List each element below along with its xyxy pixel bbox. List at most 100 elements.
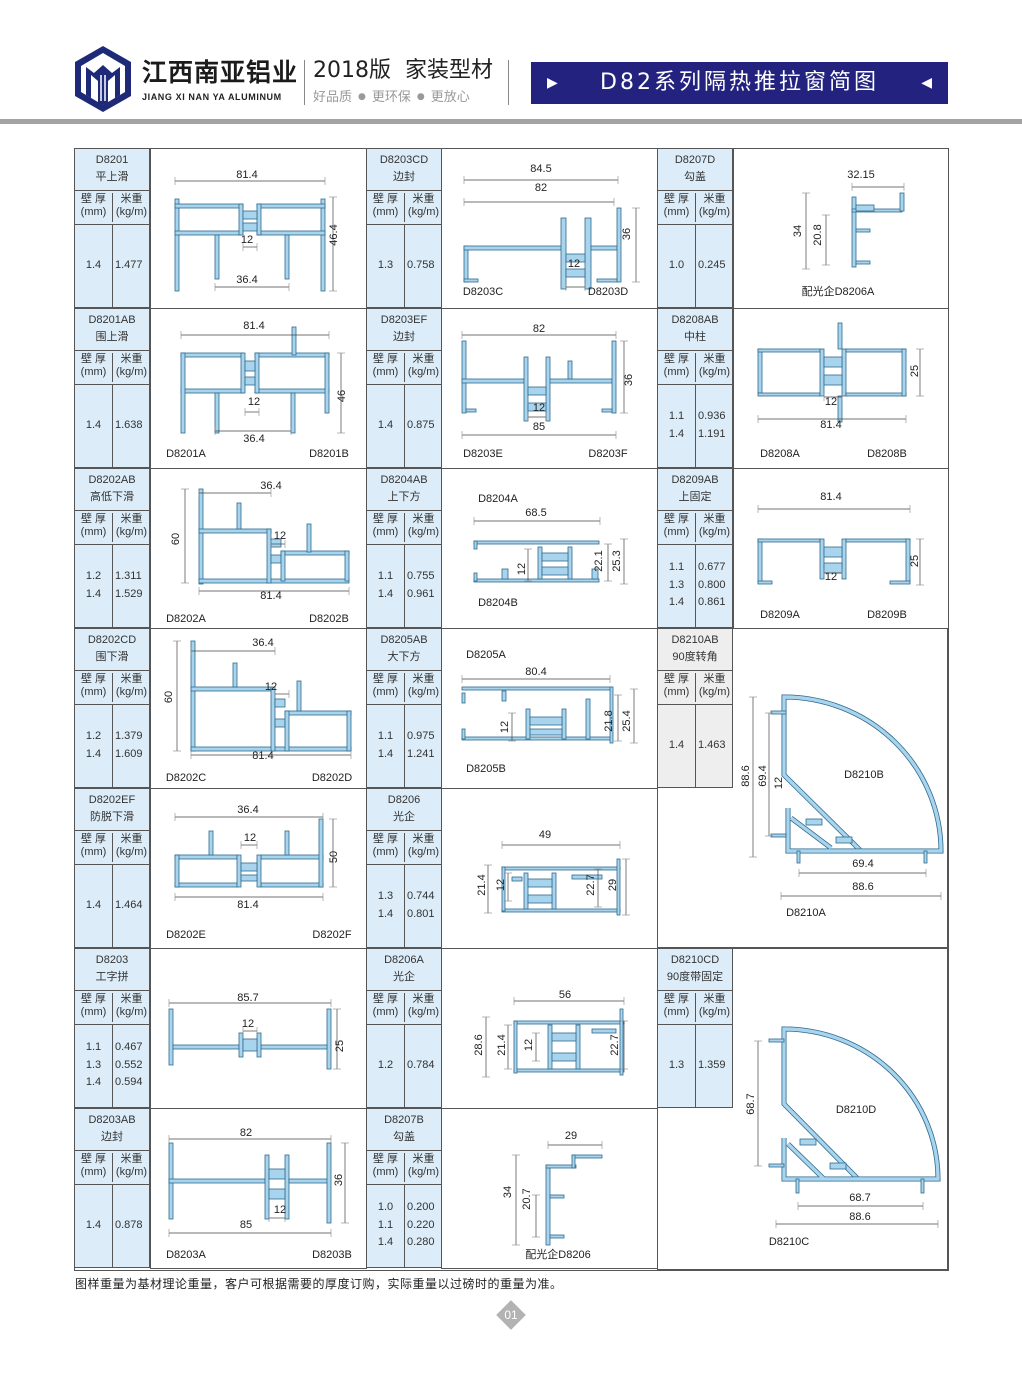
dimension-line xyxy=(798,869,927,877)
dimension-label: 36.4 xyxy=(243,433,265,445)
dimension-line xyxy=(463,198,615,206)
dimension-line xyxy=(632,207,640,283)
units-row: 壁 厚(mm)米重(kg/m) xyxy=(367,831,441,865)
thickness-label: 壁 厚 xyxy=(372,353,399,365)
thickness-value: 1.1 xyxy=(668,410,685,422)
dimension-line xyxy=(916,348,924,397)
dimension-line xyxy=(190,647,276,655)
profile-segment xyxy=(523,356,529,422)
thickness-values: 1.4 xyxy=(75,864,112,947)
profile-segment xyxy=(768,1038,785,1043)
profile-code: D8202CD xyxy=(87,634,137,646)
dimension-line xyxy=(168,1135,332,1143)
dimension-line xyxy=(614,694,622,742)
dimension-line xyxy=(333,1008,341,1070)
profile-segment xyxy=(527,386,547,396)
profile-code: D8205AB xyxy=(380,634,428,646)
dimension-label: 12 xyxy=(495,878,507,892)
profile-section-diagram xyxy=(168,1135,349,1237)
profile-section-diagram xyxy=(749,694,944,900)
weight-value: 0.975 xyxy=(407,730,435,742)
part-code-label: D8203A xyxy=(166,1249,206,1261)
profile-segment xyxy=(513,1020,625,1025)
profile-section-diagram xyxy=(181,488,350,595)
profile-section-diagram xyxy=(757,505,924,586)
dimension-label: 36.4 xyxy=(252,637,274,649)
profile-segment xyxy=(823,356,843,368)
profile-name: 光企 xyxy=(393,811,415,823)
thickness-label: 壁 厚 xyxy=(663,673,690,685)
column-divider xyxy=(695,544,696,627)
profile-segment xyxy=(796,850,801,864)
dimension-line xyxy=(329,818,337,888)
dimension-label: 12 xyxy=(243,832,257,844)
profile-segment xyxy=(240,874,258,882)
column-divider xyxy=(404,1184,405,1267)
header-divider xyxy=(304,60,305,105)
units-row: 壁 厚(mm)米重(kg/m) xyxy=(75,671,149,705)
dimension-line xyxy=(780,892,942,900)
profile-segment xyxy=(473,578,600,583)
thickness-values: 1.3 xyxy=(367,224,404,307)
profile-segment xyxy=(346,710,352,752)
dimension-label: 12 xyxy=(773,776,785,790)
profile-outline xyxy=(786,808,861,853)
units-row: 壁 厚(mm)米重(kg/m) xyxy=(75,831,149,865)
dimension-label: 22.7 xyxy=(585,874,597,896)
profile-name: 平上滑 xyxy=(95,171,129,183)
thickness-value: 1.4 xyxy=(85,747,102,760)
profile-segment xyxy=(254,388,330,394)
weight-unit: (kg/m) xyxy=(698,686,731,698)
thickness-value: 1.0 xyxy=(377,1201,394,1214)
dimension-label: 12 xyxy=(247,396,261,408)
profile-segment xyxy=(461,340,467,414)
weight-value: 1.379 xyxy=(115,730,143,742)
units-row: 壁 厚(mm)米重(kg/m) xyxy=(75,991,149,1025)
profile-segment xyxy=(549,1194,565,1199)
dimension-line xyxy=(757,505,911,513)
profile-segment xyxy=(525,708,531,740)
profile-segment xyxy=(463,245,469,283)
thickness-value: 1.4 xyxy=(85,1076,102,1089)
column-divider xyxy=(695,704,696,787)
dimension-label: 81.4 xyxy=(252,750,274,762)
weight-value: 1.191 xyxy=(698,427,726,440)
profile-segment xyxy=(268,1168,286,1180)
weight-unit: (kg/m) xyxy=(407,366,440,378)
profile-segment xyxy=(545,1164,577,1169)
part-code-label: D8203E xyxy=(463,448,503,460)
dimension-label: 12 xyxy=(273,1204,287,1216)
profile-segment xyxy=(584,217,592,290)
thickness-header: 壁 厚(mm) xyxy=(658,673,695,699)
dimension-label: 46.4 xyxy=(328,224,340,246)
profile-segment xyxy=(757,538,821,543)
dimension-line xyxy=(620,1020,628,1070)
dimension-line xyxy=(823,393,843,401)
profile-segment xyxy=(296,680,302,712)
profile-segment xyxy=(256,203,262,236)
profile-segment xyxy=(768,1163,785,1168)
profile-segment xyxy=(174,854,180,888)
profile-segment xyxy=(609,686,614,744)
profile-segment xyxy=(590,245,618,251)
weight-header: 米重(kg/m) xyxy=(695,193,733,222)
profile-name: 勾盖 xyxy=(684,171,706,183)
thickness-value: 1.4 xyxy=(668,427,685,440)
weight-label: 米重 xyxy=(703,993,726,1005)
part-code-label: D8210D xyxy=(835,1104,877,1116)
profile-code: D8207B xyxy=(384,1114,424,1126)
weight-values: 0.245 xyxy=(698,224,734,307)
